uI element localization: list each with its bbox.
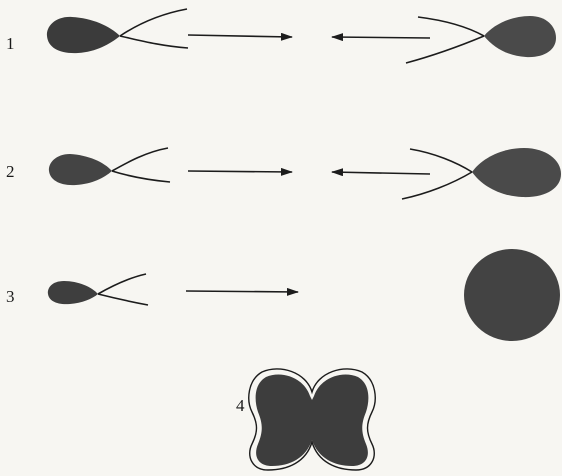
flagellum xyxy=(98,294,148,305)
row-3-gamete xyxy=(48,274,148,305)
row-3 xyxy=(48,249,560,341)
flagellum xyxy=(418,17,484,36)
flagellum xyxy=(120,9,187,36)
flagellum xyxy=(410,149,472,172)
arrow-left xyxy=(332,172,430,174)
row-2 xyxy=(49,148,561,199)
flagellum xyxy=(120,36,188,48)
row-1-right-gamete xyxy=(406,16,556,63)
zygote xyxy=(249,369,375,470)
row-3-egg-cell xyxy=(464,249,560,341)
row-1 xyxy=(47,9,556,63)
arrow-left xyxy=(332,37,430,38)
arrow-right xyxy=(186,291,298,292)
row-2-left-gamete xyxy=(49,148,170,185)
flagellum xyxy=(112,171,170,182)
arrow-right xyxy=(188,171,292,172)
flagellum xyxy=(98,274,146,294)
zygote-cell-body xyxy=(256,374,369,466)
flagellum xyxy=(112,148,168,171)
arrow-right xyxy=(188,35,292,37)
row-1-left-gamete xyxy=(47,9,188,53)
flagellum xyxy=(406,36,484,63)
flagellum xyxy=(402,172,472,199)
